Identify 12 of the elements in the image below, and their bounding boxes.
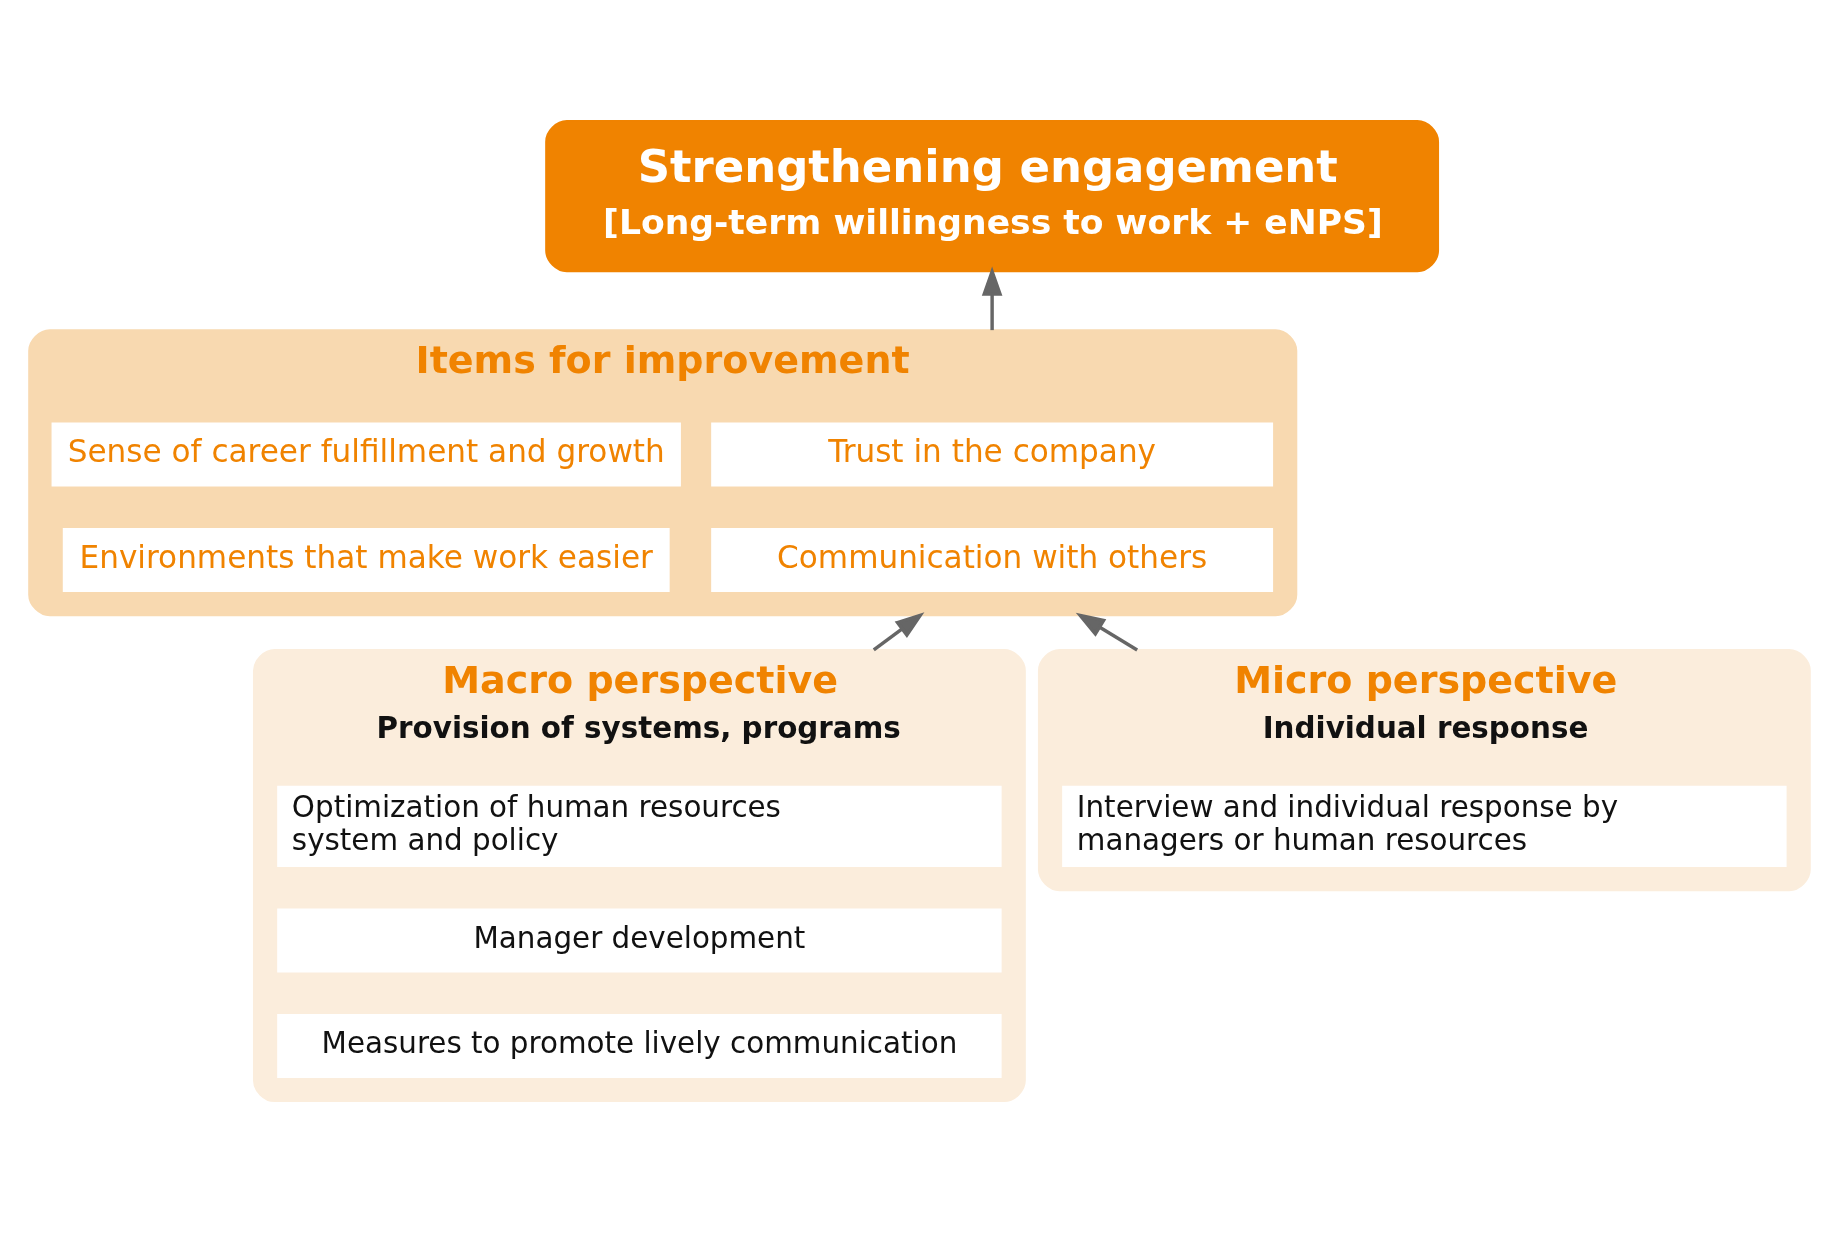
- node-box: Trust in the company: [711, 422, 1274, 487]
- arrow: [872, 612, 925, 652]
- node-box: Interview and individual response by managers or human resources: [1062, 785, 1787, 867]
- node-box: Optimization of human resources system and policy: [277, 785, 1002, 867]
- arrow: [981, 266, 1003, 331]
- node-box: Manager development: [277, 908, 1002, 973]
- node-box: Measures to promote lively communication: [277, 1013, 1002, 1078]
- node-box: Strengthening engagement [Long-term willingness to work + eNPS]: [545, 120, 1440, 273]
- node-box: Communication with others: [711, 528, 1274, 593]
- node-box: Environments that make work easier: [62, 528, 670, 593]
- node-box: Sense of career fulfillment and growth: [51, 422, 681, 487]
- arrow: [1075, 612, 1139, 652]
